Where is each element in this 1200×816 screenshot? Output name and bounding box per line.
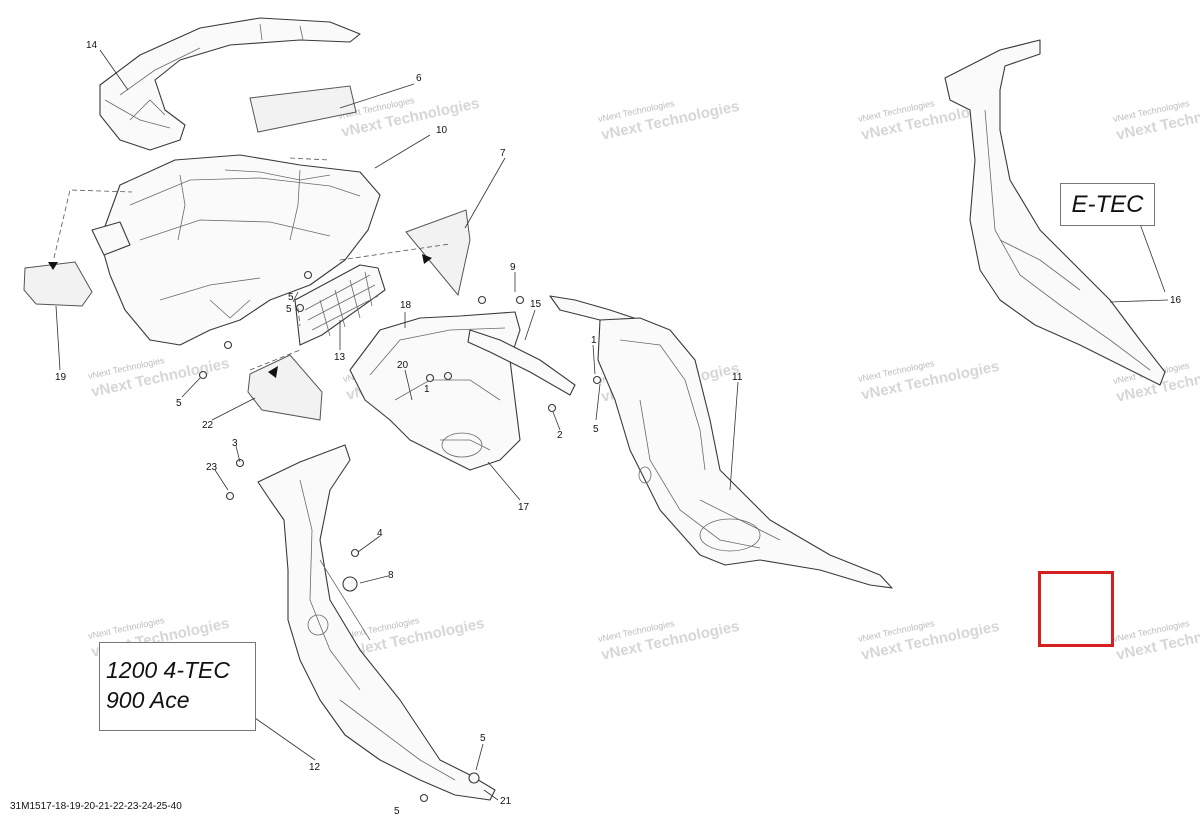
fastener <box>225 491 235 501</box>
watermark: vNext Technologies vNext Technologies <box>342 615 486 661</box>
diagram-reference-code: 31M1517-18-19-20-21-22-23-24-25-40 <box>10 801 182 812</box>
part-6-sticker <box>249 85 357 133</box>
fastener <box>477 295 487 305</box>
fastener <box>303 270 313 280</box>
fastener <box>342 576 358 592</box>
watermark: vNext Technologies vNext Technologies <box>857 358 1001 404</box>
variant-label-box: E-TEC <box>1060 183 1155 226</box>
callout-9: 9 <box>510 262 516 273</box>
fastener <box>547 403 557 413</box>
watermark: vNext Technologies vNext Technologies <box>87 355 231 401</box>
model-label-box: 1200 4-TEC 900 Ace <box>99 642 256 731</box>
callout-5c: 5 <box>176 398 182 409</box>
watermark: vNext Technologies vNext Technologies <box>597 618 741 664</box>
watermark: vNext Technologies vNext Technologies <box>597 98 741 144</box>
part-16-side-panel <box>944 39 1166 386</box>
part-10-dash-frame <box>91 154 381 346</box>
model-label-1200-4tec: 1200 4-TEC <box>106 657 231 683</box>
fastener <box>198 370 208 380</box>
callout-6: 6 <box>416 73 422 84</box>
variant-label-etec: E-TEC <box>1071 191 1144 218</box>
watermark: vNext Technologies vNext Technologies <box>857 618 1001 664</box>
fastener <box>419 793 429 803</box>
part-12-side-panel <box>257 444 496 801</box>
callout-1a: 1 <box>424 384 430 395</box>
callout-23: 23 <box>206 462 218 473</box>
leader-lines <box>55 49 1169 801</box>
callout-16: 16 <box>1170 295 1182 306</box>
callout-17: 17 <box>518 502 530 513</box>
fastener <box>235 458 245 468</box>
callout-11: 11 <box>732 372 743 383</box>
callout-12: 12 <box>309 762 321 773</box>
fastener <box>223 340 233 350</box>
part-13-grille <box>294 264 386 346</box>
fastener <box>592 375 602 385</box>
fastener <box>468 772 480 784</box>
callout-13: 13 <box>334 352 346 363</box>
callout-1b: 1 <box>591 335 597 346</box>
part-19-side-panel <box>23 261 93 307</box>
part-22-sticker <box>247 354 323 421</box>
fasteners <box>198 270 602 803</box>
assembly-lines <box>53 157 451 371</box>
callout-5f: 5 <box>288 292 294 303</box>
callout-5b: 5 <box>593 424 599 435</box>
callout-3: 3 <box>232 438 238 449</box>
watermark: vNext Technologies vNext Technologies <box>1112 98 1200 144</box>
callout-22: 22 <box>202 420 214 431</box>
part-11-side-panel <box>597 317 893 589</box>
callout-8: 8 <box>388 570 394 581</box>
fastener <box>295 303 305 313</box>
part-14-upper-trim <box>99 17 361 151</box>
callout-5e: 5 <box>394 806 400 816</box>
watermark: vNext Technologies vNext Technologies <box>337 95 481 141</box>
fastener <box>515 295 525 305</box>
fastener <box>350 548 360 558</box>
callout-19: 19 <box>55 372 67 383</box>
highlight-square <box>1038 571 1114 647</box>
callout-21: 21 <box>500 796 512 807</box>
callout-10: 10 <box>436 125 448 136</box>
model-label-900-ace: 900 Ace <box>106 687 190 713</box>
part-18-bracket <box>349 311 576 471</box>
callout-20: 20 <box>397 360 409 371</box>
callout-4: 4 <box>377 528 383 539</box>
watermark: vNext Technologies vNext Technologies <box>1112 618 1200 664</box>
callout-5a: 5 <box>286 304 292 315</box>
callouts: 14 6 10 7 9 15 18 5 13 20 1 1 11 5 2 17 … <box>55 40 1182 816</box>
callout-2: 2 <box>557 430 563 441</box>
part-7-sticker <box>405 209 471 297</box>
callout-14: 14 <box>86 40 98 51</box>
fastener <box>443 371 453 381</box>
callout-7: 7 <box>500 148 506 159</box>
callout-18: 18 <box>400 300 412 311</box>
fastener <box>425 373 435 383</box>
callout-5d: 5 <box>480 733 486 744</box>
callout-15: 15 <box>530 299 542 310</box>
